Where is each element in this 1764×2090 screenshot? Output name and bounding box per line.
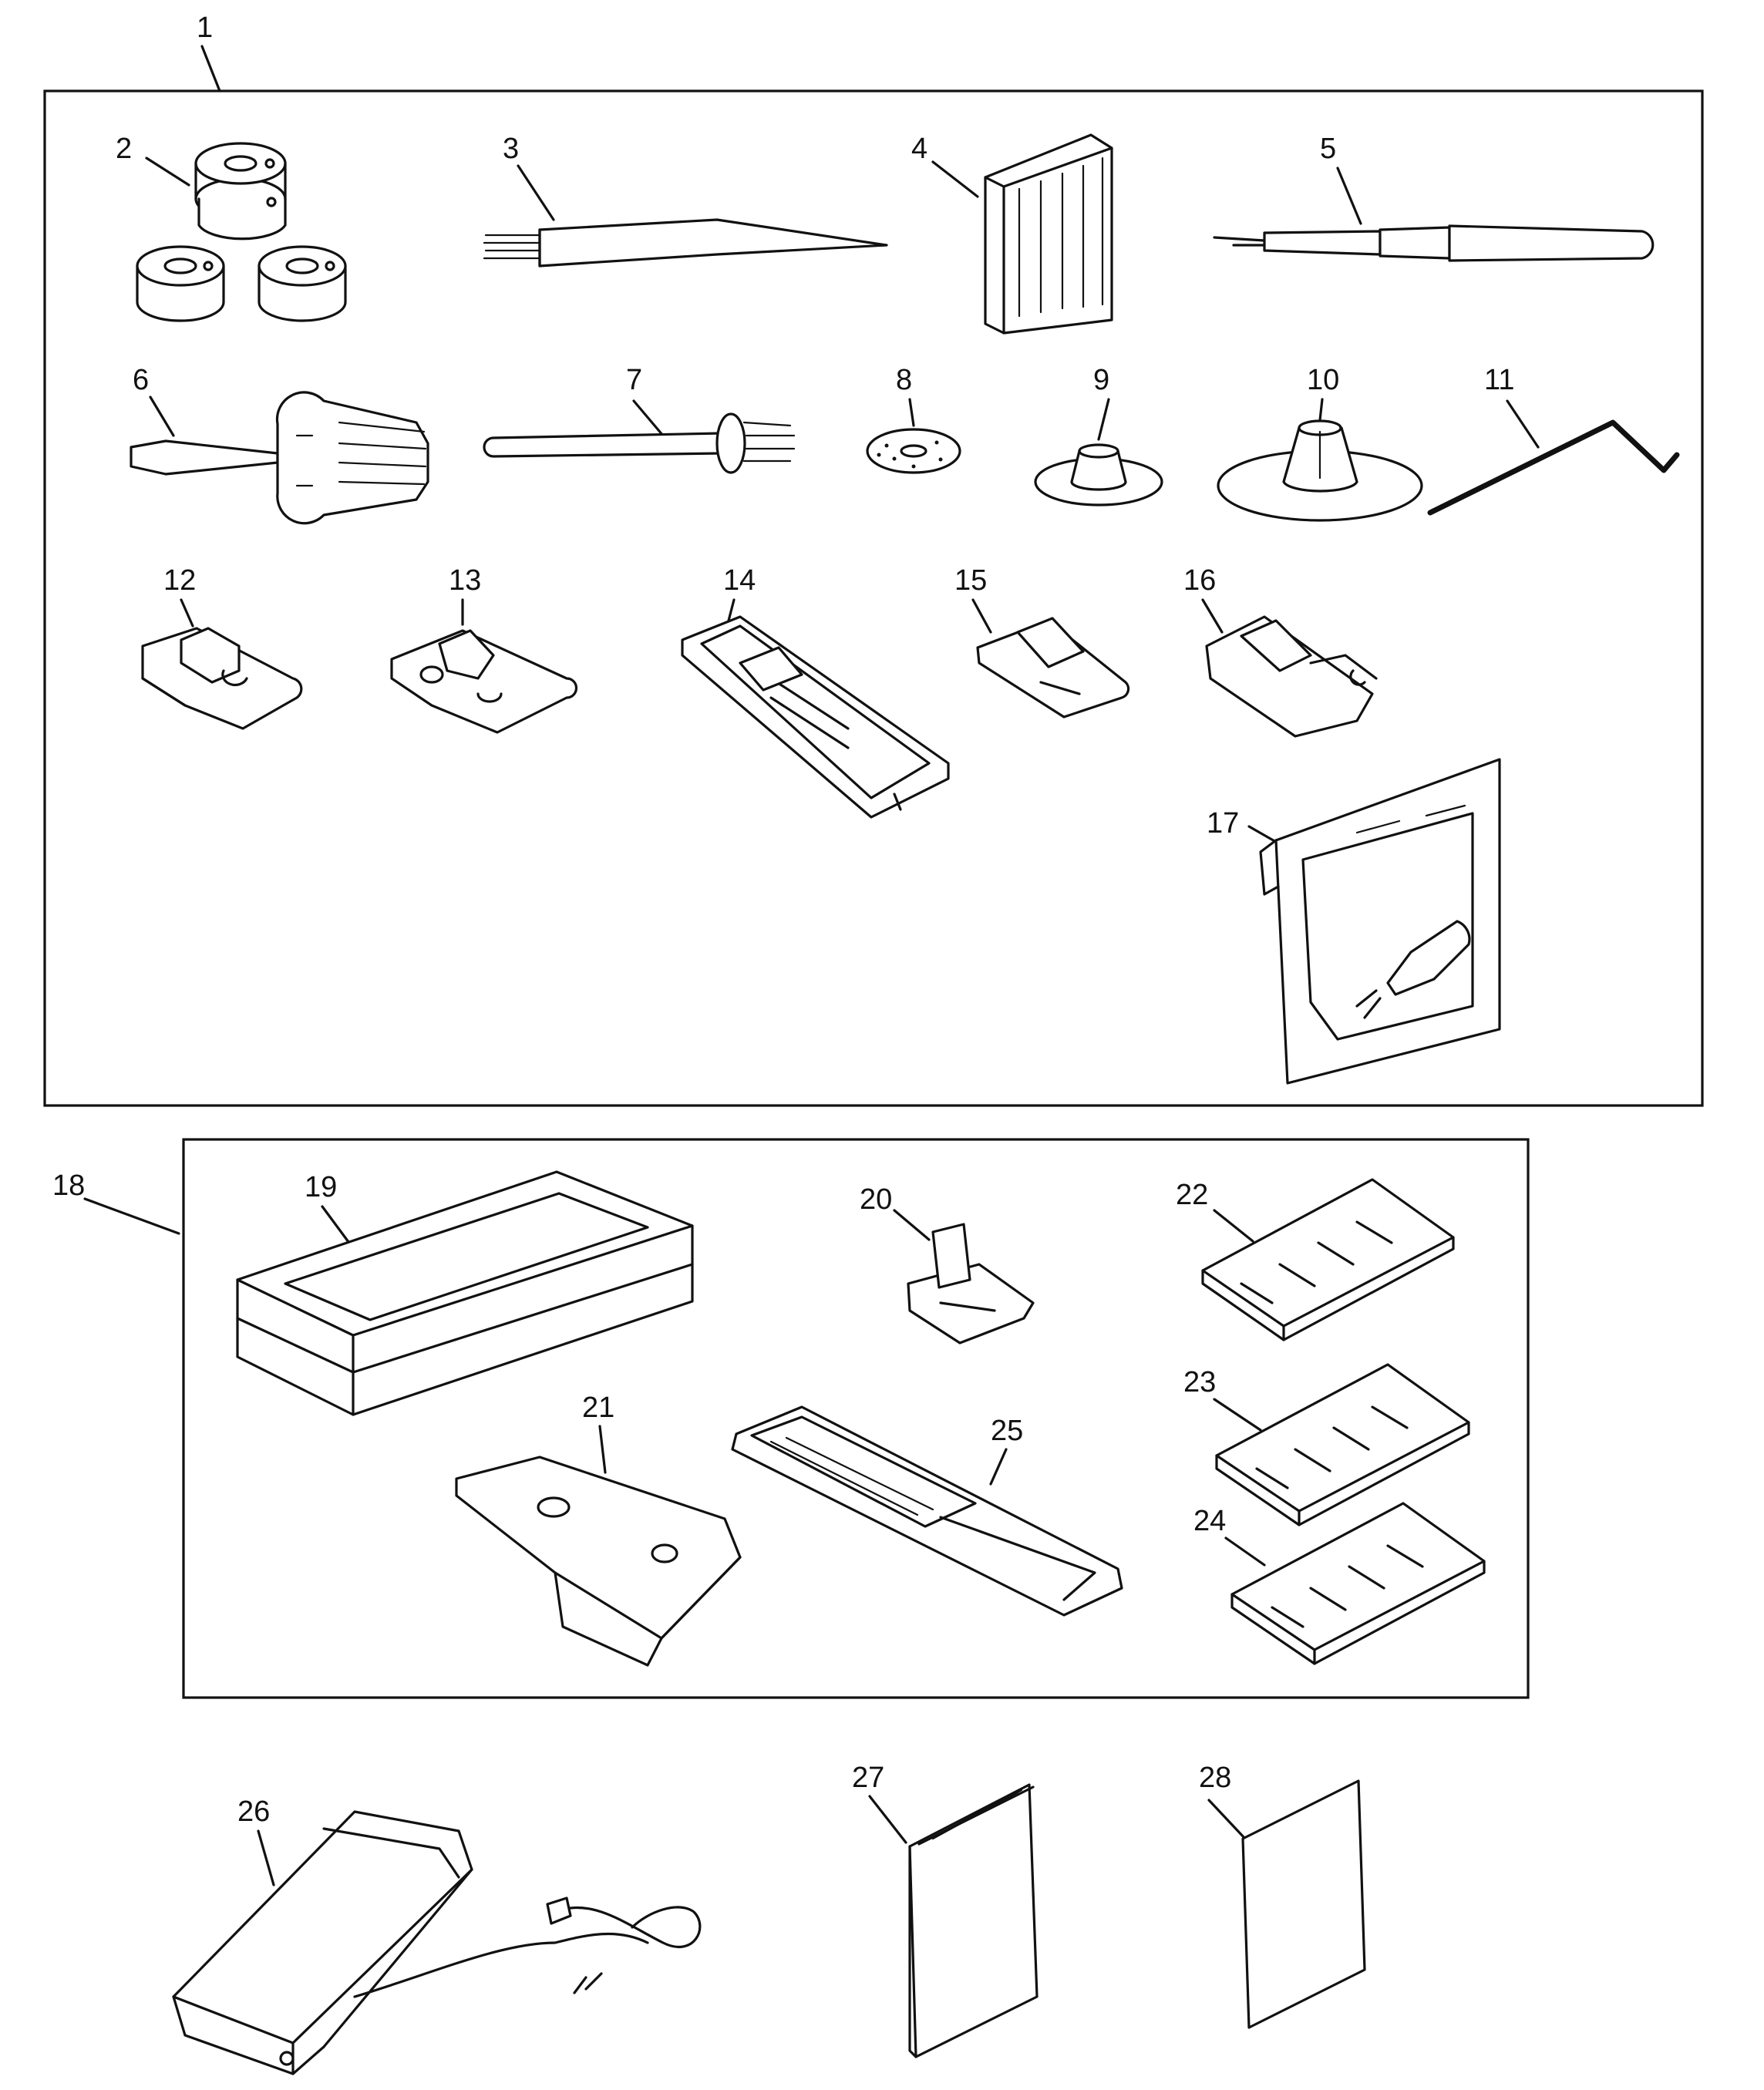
callout-6: 6 xyxy=(133,364,149,396)
buttonhole-template-22: 22 xyxy=(1176,1178,1455,1341)
accessory-group-18-frame xyxy=(182,1138,1530,1699)
presser-foot-15: 15 xyxy=(954,564,1130,719)
callout-11: 11 xyxy=(1484,364,1514,396)
accessory-box: 19 xyxy=(236,1170,694,1416)
callout-21: 21 xyxy=(582,1392,614,1424)
needle-case: 4 xyxy=(911,133,1113,335)
callout-13: 13 xyxy=(449,564,481,597)
buttonhole-foot: 14 xyxy=(681,564,950,819)
callout-2: 2 xyxy=(116,133,132,165)
callout-15: 15 xyxy=(954,564,987,597)
seam-ripper-card: 17 xyxy=(1207,758,1501,1085)
presser-foot-20: 20 xyxy=(860,1183,1035,1345)
callout-27: 27 xyxy=(852,1762,884,1794)
callout-22: 22 xyxy=(1176,1179,1208,1211)
callout-5: 5 xyxy=(1320,133,1336,165)
bent-rod: 11 xyxy=(1427,364,1680,516)
callout-28: 28 xyxy=(1199,1762,1231,1794)
foot-controller: 26 xyxy=(172,1796,702,2075)
callout-18: 18 xyxy=(52,1170,180,1235)
svg-text:18: 18 xyxy=(52,1170,85,1202)
callout-12: 12 xyxy=(163,564,196,597)
callout-1: 1 xyxy=(197,12,221,93)
callout-9: 9 xyxy=(1093,364,1109,396)
callout-7: 7 xyxy=(626,364,642,396)
svg-text:1: 1 xyxy=(197,12,213,44)
spool-cap-small: 9 xyxy=(1034,364,1163,507)
buttonhole-template-23: 23 xyxy=(1183,1363,1470,1526)
callout-19: 19 xyxy=(305,1171,337,1203)
callout-14: 14 xyxy=(723,564,756,597)
presser-foot-16: 16 xyxy=(1183,564,1378,738)
callout-3: 3 xyxy=(503,133,519,165)
callout-20: 20 xyxy=(860,1183,892,1216)
callout-24: 24 xyxy=(1193,1505,1226,1537)
callout-16: 16 xyxy=(1183,564,1216,597)
bobbins: 2 xyxy=(116,133,347,322)
screwdriver: 6 xyxy=(130,364,429,525)
lint-brush: 3 xyxy=(483,133,888,268)
accessory-group-1-frame xyxy=(43,89,1704,1107)
instruction-manual: 27 xyxy=(852,1762,1039,2058)
buttonhole-foot-long: 25 xyxy=(731,1405,1123,1617)
callout-17: 17 xyxy=(1207,807,1239,840)
seam-ripper: 5 xyxy=(1213,133,1655,262)
felt-washer: 8 xyxy=(866,364,961,474)
darning-plate: 21 xyxy=(455,1392,742,1667)
callout-4: 4 xyxy=(911,133,927,165)
presser-foot-13: 13 xyxy=(390,564,578,734)
buttonhole-template-24: 24 xyxy=(1193,1502,1486,1665)
callout-10: 10 xyxy=(1307,364,1339,396)
spool-pin: 7 xyxy=(483,364,796,474)
presser-foot-12: 12 xyxy=(141,564,303,730)
booklet: 28 xyxy=(1199,1762,1366,2029)
callout-23: 23 xyxy=(1183,1366,1216,1398)
callout-26: 26 xyxy=(237,1796,270,1828)
callout-25: 25 xyxy=(991,1415,1023,1447)
spool-cap-large: 10 xyxy=(1217,364,1423,522)
callout-8: 8 xyxy=(896,364,912,396)
